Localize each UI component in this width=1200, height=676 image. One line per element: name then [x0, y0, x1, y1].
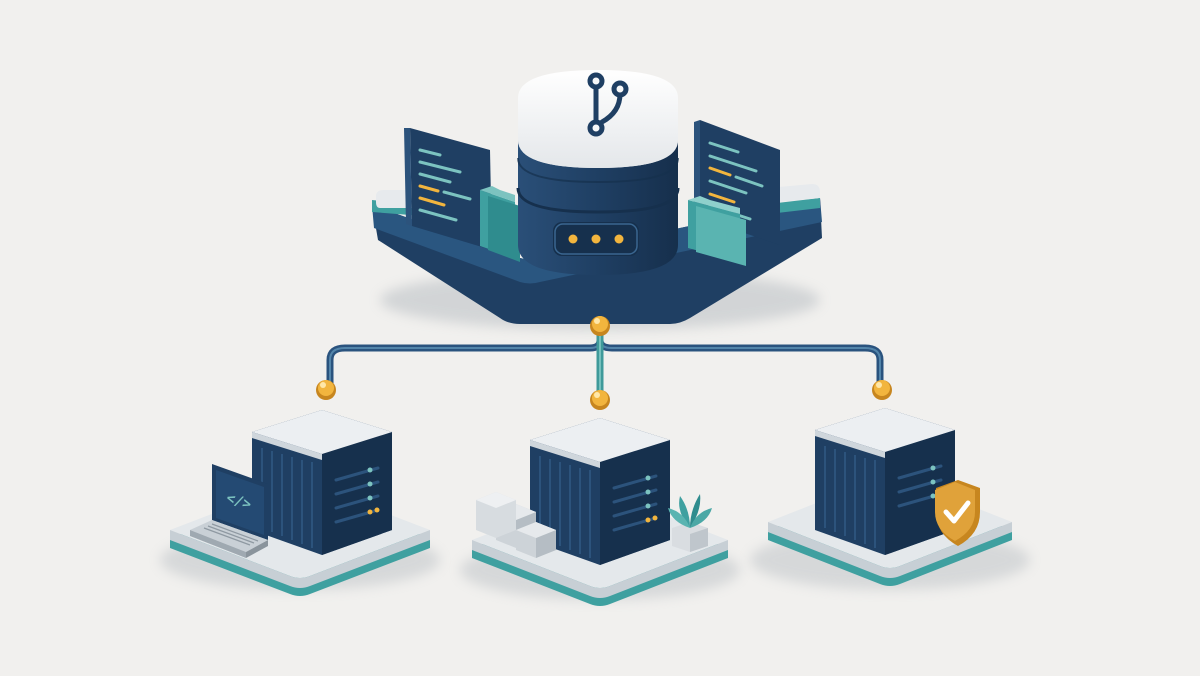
- pipe-to-production: [596, 321, 884, 399]
- server-dev: [252, 410, 392, 555]
- repository-cylinder: [516, 70, 680, 275]
- connection-pipes: [326, 321, 884, 404]
- staging-connector: [590, 390, 610, 410]
- status-light: [568, 234, 578, 244]
- steps-icon: [476, 492, 556, 558]
- shield-check-icon: [935, 480, 980, 546]
- folder-left: [480, 186, 520, 262]
- status-light: [591, 234, 601, 244]
- plant-icon: [668, 494, 712, 552]
- dev-connector: [316, 380, 336, 400]
- node-production: [750, 380, 1030, 590]
- folder-right: [688, 196, 746, 266]
- node-staging: [460, 390, 740, 606]
- laptop-code-icon: </>: [190, 464, 268, 558]
- server-staging: [530, 418, 670, 565]
- code-panel-left: [404, 128, 492, 250]
- production-connector: [872, 380, 892, 400]
- status-light-panel: [553, 222, 639, 256]
- laptop-code-glyph: </>: [224, 490, 253, 513]
- pipe-to-dev-highlight: [329, 324, 601, 396]
- central-repository: [372, 70, 822, 336]
- pipe-to-dev: [326, 321, 604, 399]
- status-light: [614, 234, 624, 244]
- git-branch-icon: [587, 72, 629, 137]
- server-production: [815, 408, 955, 555]
- node-dev: </>: [160, 380, 440, 596]
- pipe-to-production-highlight: [599, 324, 881, 396]
